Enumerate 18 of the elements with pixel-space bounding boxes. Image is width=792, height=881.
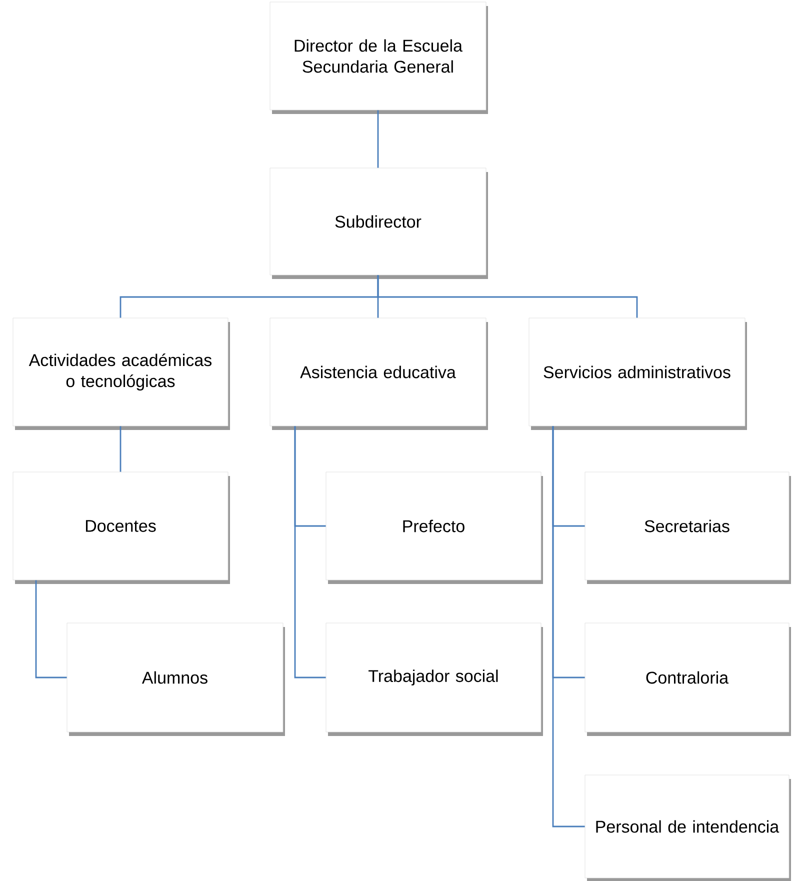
org-box: Docentes xyxy=(12,472,230,584)
connector-line xyxy=(377,275,638,318)
org-box: Alumnos xyxy=(66,622,285,736)
connector-line xyxy=(377,110,379,168)
org-box: Subdirector xyxy=(270,168,488,279)
connector-line xyxy=(294,426,326,678)
connector-line xyxy=(120,426,122,472)
connector-line xyxy=(35,580,67,678)
connector-line xyxy=(552,426,585,828)
org-box: Personal de intendencia xyxy=(584,774,791,881)
org-box: Prefecto xyxy=(326,472,543,584)
org-box: Contraloria xyxy=(584,622,791,736)
org-box: Secretarias xyxy=(584,472,791,584)
org-box: Trabajador social xyxy=(326,622,543,736)
org-box: Asistencia educativa xyxy=(270,318,488,430)
org-box: Director de la Escuela Secundaria General xyxy=(270,2,488,114)
org-box: Servicios administrativos xyxy=(528,318,747,430)
org-box: Actividades académicas o tecnológicas xyxy=(12,318,230,430)
